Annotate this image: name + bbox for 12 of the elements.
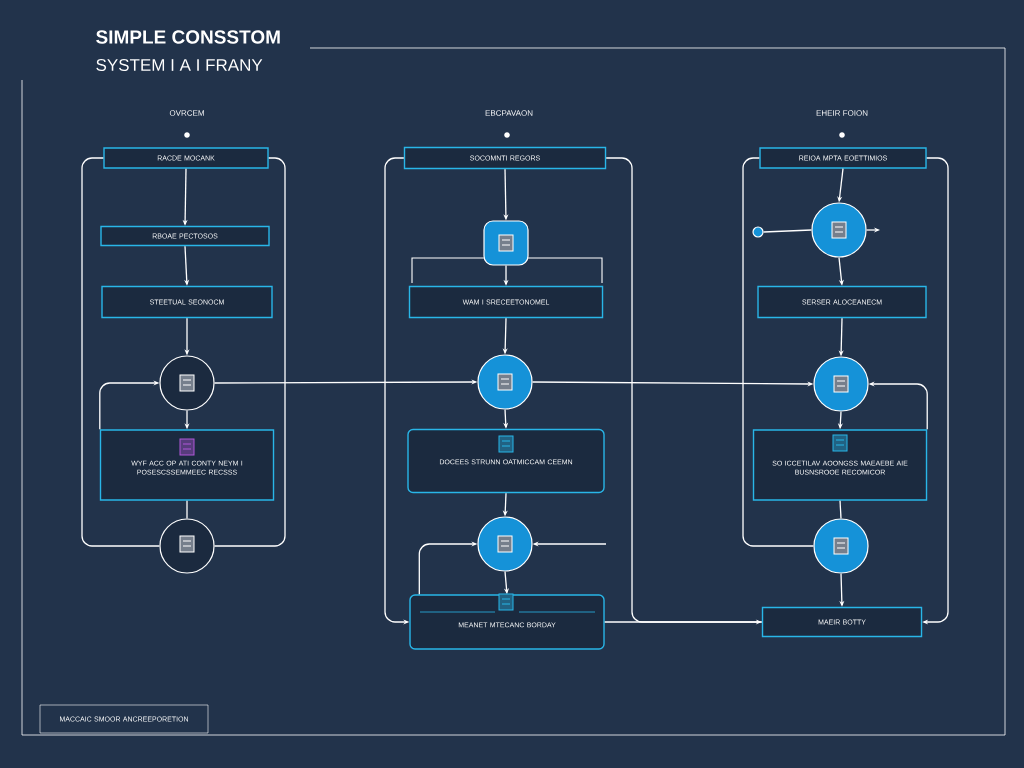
column-heading: EHEIR FOION — [816, 110, 868, 116]
subtitle: SYSTEM I A I FRANY — [96, 59, 263, 71]
connector-line — [186, 500, 188, 520]
connector-line — [762, 229, 813, 233]
connector-line — [81, 157, 161, 547]
title: SIMPLE CONSSTOM — [96, 30, 280, 44]
connector-line — [839, 500, 842, 520]
connector-line — [605, 157, 763, 623]
column-heading: EBCPAVAON — [485, 110, 533, 116]
connector-line — [742, 157, 815, 547]
connector-line — [213, 157, 286, 547]
column-heading: OVRCEM — [169, 110, 204, 116]
